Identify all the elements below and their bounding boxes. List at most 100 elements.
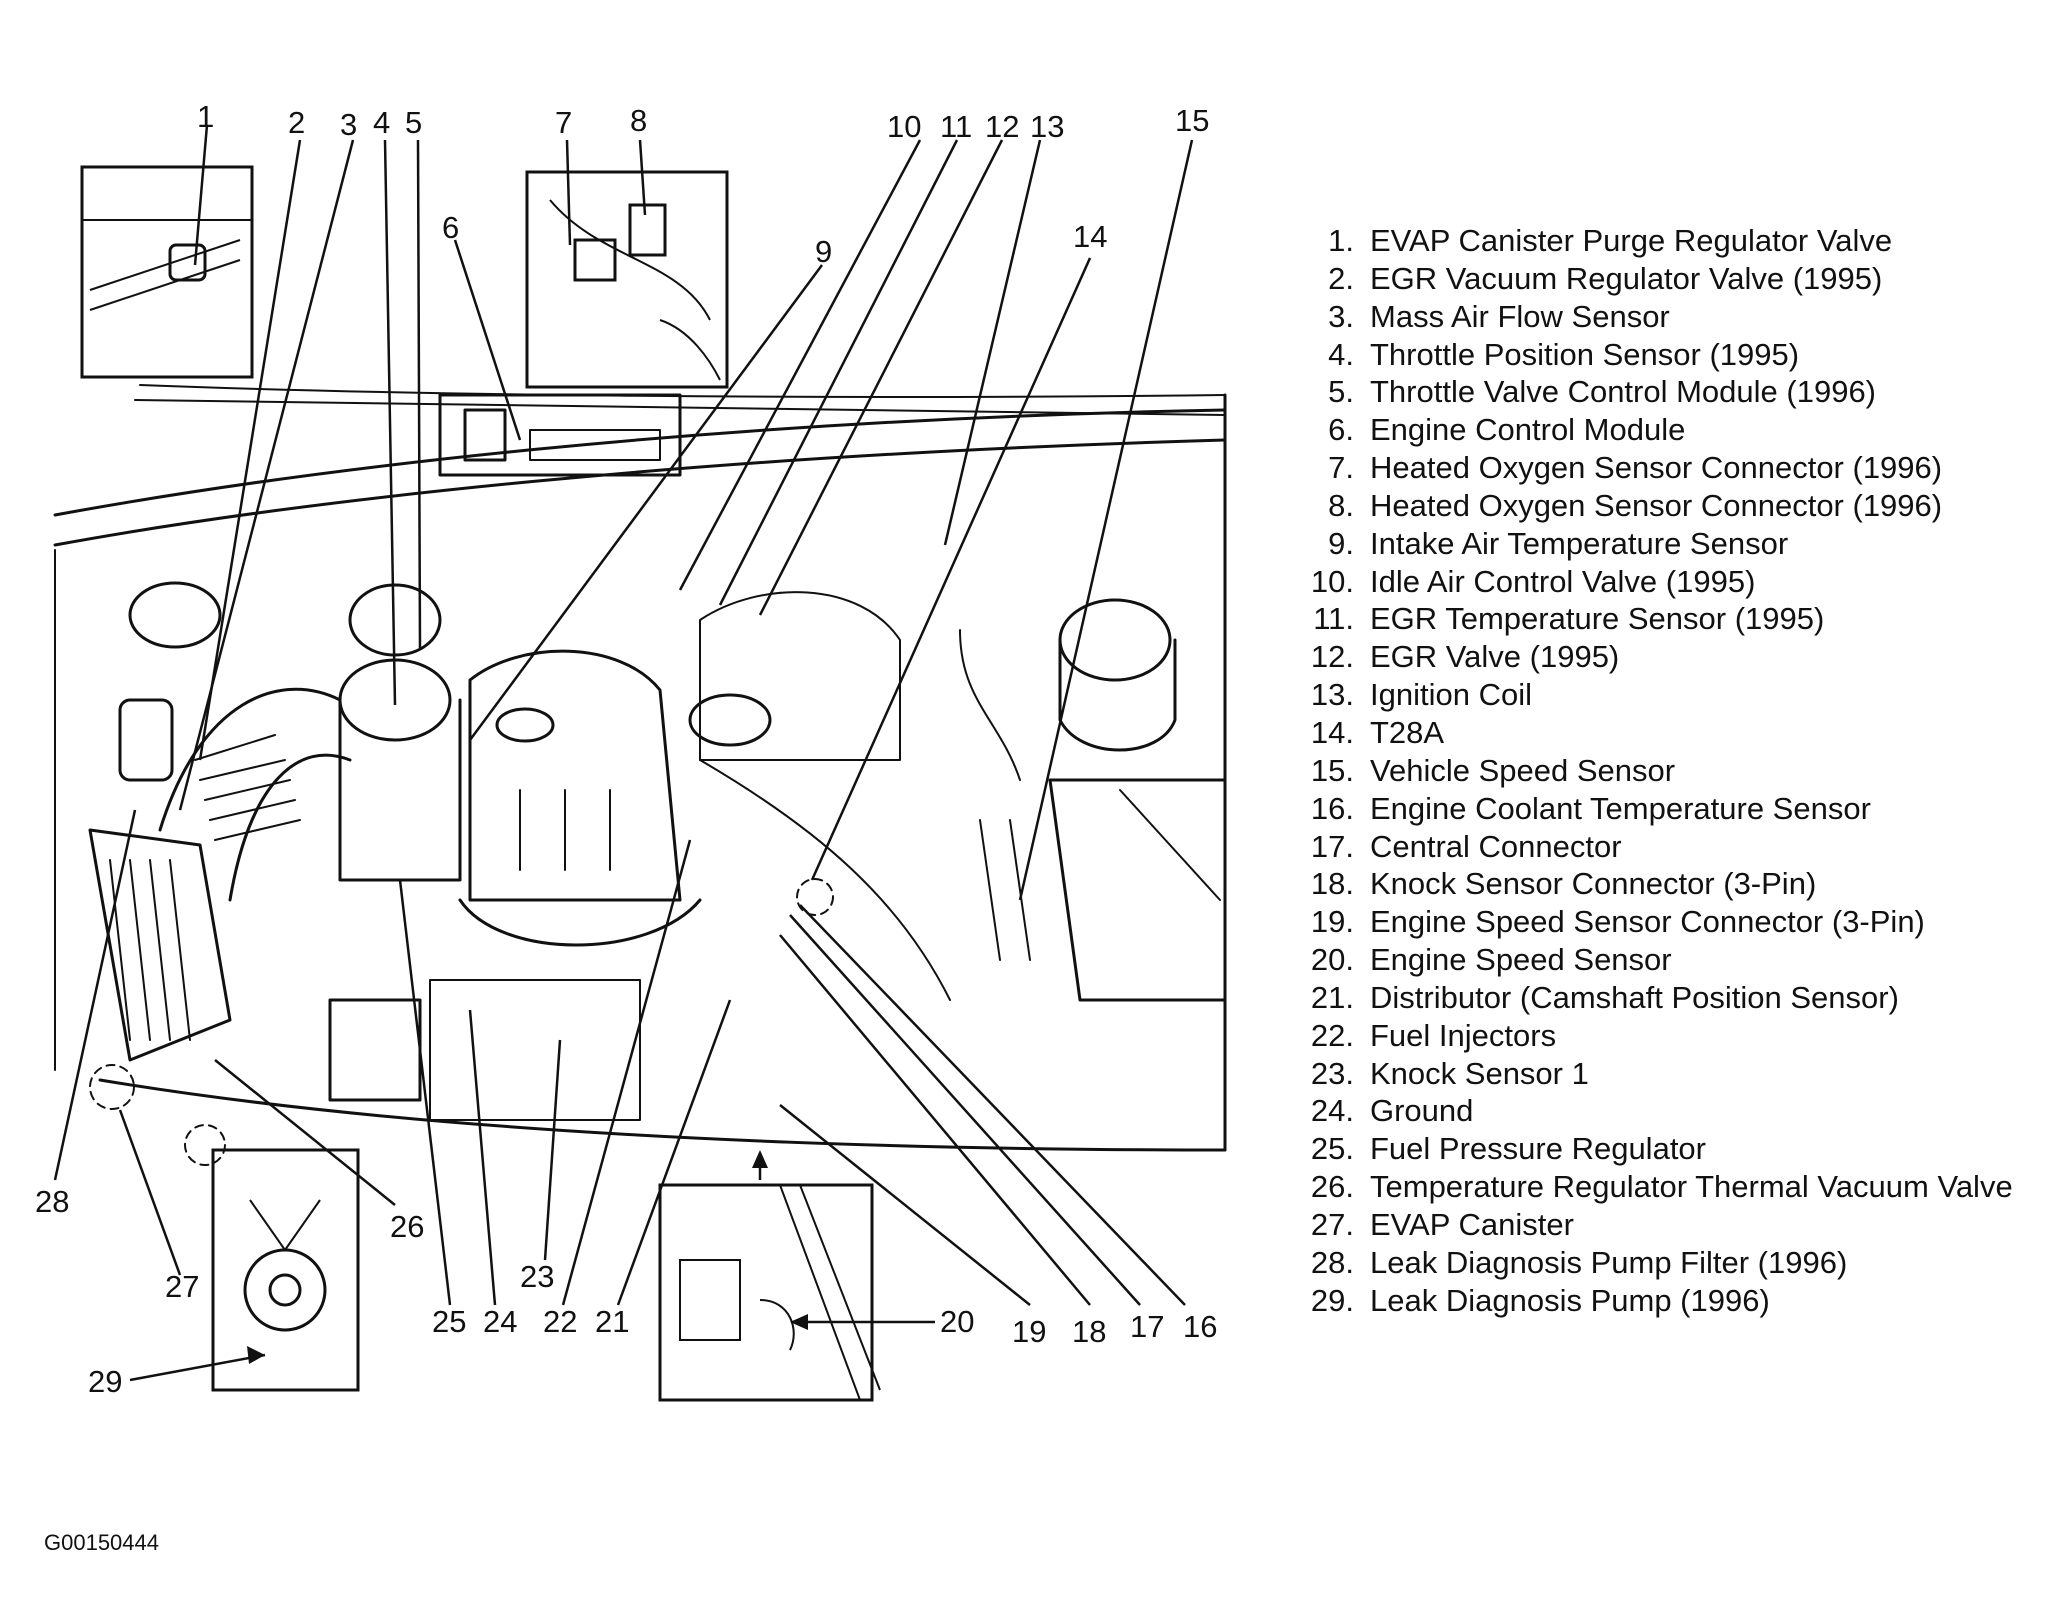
legend-number: 2.: [1328, 260, 1354, 296]
callout-14: 14: [1073, 219, 1107, 254]
legend-item: 11. EGR Temperature Sensor (1995): [1268, 600, 2048, 638]
callout-29: 29: [88, 1364, 122, 1399]
insets: [80, 165, 881, 1402]
callout-1: 1: [197, 99, 214, 134]
legend-number: 9.: [1328, 525, 1354, 561]
legend-label: Mass Air Flow Sensor: [1370, 298, 1670, 334]
component-legend: 1.EVAP Canister Purge Regulator Valve 2.…: [1268, 222, 2048, 1319]
legend-item: 25. Fuel Pressure Regulator: [1268, 1130, 2048, 1168]
location-circles: [89, 878, 834, 1166]
callout-27: 27: [165, 1269, 199, 1304]
legend-number: 19.: [1310, 904, 1354, 940]
legend-item: 4. Throttle Position Sensor (1995): [1268, 336, 2048, 374]
legend-label: Knock Sensor 1: [1370, 1055, 1589, 1091]
coolant-reservoir: [688, 629, 1021, 781]
legend-label: Vehicle Speed Sensor: [1370, 752, 1676, 788]
legend-number: 6.: [1328, 412, 1354, 448]
legend-number: 12.: [1310, 639, 1354, 675]
hood-cowl: [53, 384, 1227, 1152]
callout-18: 18: [1072, 1314, 1106, 1349]
callout-10: 10: [887, 109, 921, 144]
legend-number: 4.: [1328, 336, 1354, 372]
callout-19: 19: [1012, 1314, 1046, 1349]
inset-evap-purge-valve: [80, 165, 254, 379]
legend-item: 13.Ignition Coil: [1268, 676, 2048, 714]
engine-compartment-diagram: 1 2 3 4 5 6 7 8 9 10 11 12 13 14 15 16 1…: [35, 99, 1227, 1402]
callout-20: 20: [940, 1304, 974, 1339]
legend-number: 7.: [1328, 450, 1354, 486]
legend-number: 15.: [1310, 752, 1354, 788]
legend-label: EGR Temperature Sensor (1995): [1370, 601, 1825, 637]
callout-11: 11: [940, 109, 972, 144]
legend-number: 13.: [1310, 677, 1354, 713]
callout-22: 22: [543, 1304, 577, 1339]
callout-17: 17: [1130, 1309, 1164, 1344]
legend-item: 15. Vehicle Speed Sensor: [1268, 752, 2048, 790]
callout-13: 13: [1030, 109, 1064, 144]
legend-number: 23.: [1310, 1055, 1354, 1091]
callout-numbers: 1 2 3 4 5 6 7 8 9 10 11 12 13 14 15 16 1…: [35, 99, 1217, 1399]
legend-item: 10.Idle Air Control Valve (1995): [1268, 563, 2048, 601]
legend-label: EGR Valve (1995): [1370, 639, 1620, 675]
callout-4: 4: [373, 105, 390, 140]
inset-engine-speed-sensor: [658, 1183, 881, 1402]
legend-label: Fuel Injectors: [1370, 1017, 1557, 1053]
callout-3: 3: [340, 107, 357, 142]
arrowheads: [247, 1150, 808, 1364]
legend-number: 8.: [1328, 487, 1354, 523]
legend-label: Throttle Position Sensor (1995): [1370, 336, 1800, 372]
legend-label: Ground: [1370, 1093, 1474, 1129]
legend-label: Engine Control Module: [1370, 412, 1686, 448]
legend-number: 10.: [1310, 563, 1354, 599]
legend-number: 11.: [1313, 601, 1354, 637]
legend-item: 8.Heated Oxygen Sensor Connector (1996): [1268, 487, 2048, 525]
engine-block: [328, 591, 951, 1121]
legend-item: 2.EGR Vacuum Regulator Valve (1995): [1268, 260, 2048, 298]
legend-item: 24.Ground: [1268, 1092, 2048, 1130]
legend-label: Fuel Pressure Regulator: [1370, 1131, 1706, 1167]
legend-item: 5.Throttle Valve Control Module (1996): [1268, 373, 2048, 411]
legend-number: 25.: [1310, 1131, 1354, 1167]
callout-15: 15: [1175, 103, 1209, 138]
legend-item: 19. Engine Speed Sensor Connector (3-Pin): [1268, 903, 2048, 941]
callout-24: 24: [483, 1304, 517, 1339]
legend-number: 27.: [1310, 1206, 1354, 1242]
intake-hose: [158, 687, 352, 902]
legend-item: 26. Temperature Regulator Thermal Vacuum …: [1268, 1168, 2048, 1206]
vehicle-speed-sensor-area: [979, 819, 1031, 961]
legend-label: Engine Speed Sensor: [1370, 942, 1672, 978]
legend-label: T28A: [1370, 714, 1445, 750]
legend-label: Distributor (Camshaft Position Sensor): [1370, 979, 1899, 1015]
legend-label: Intake Air Temperature Sensor: [1370, 525, 1789, 561]
legend-label: Heated Oxygen Sensor Connector (1996): [1370, 450, 1943, 486]
figure-code: G00150444: [44, 1530, 159, 1555]
legend-label: Throttle Valve Control Module (1996): [1370, 374, 1877, 410]
legend-label: Leak Diagnosis Pump Filter (1996): [1370, 1244, 1848, 1280]
legend-item: 17.Central Connector: [1268, 828, 2048, 866]
legend-label: Engine Speed Sensor Connector (3-Pin): [1370, 904, 1925, 940]
legend-label: Temperature Regulator Thermal Vacuum Val…: [1370, 1169, 2013, 1205]
legend-number: 14.: [1310, 714, 1354, 750]
legend-item: 27. EVAP Canister: [1268, 1206, 2048, 1244]
callout-26: 26: [390, 1209, 424, 1244]
legend-number: 26.: [1310, 1169, 1354, 1205]
legend-label: EVAP Canister Purge Regulator Valve: [1370, 223, 1893, 258]
legend-label: EVAP Canister: [1370, 1206, 1574, 1242]
legend-number: 16.: [1310, 790, 1354, 826]
intake-manifold: [458, 649, 702, 947]
callout-25: 25: [432, 1304, 466, 1339]
callout-2: 2: [288, 105, 305, 140]
legend-item: 16.Engine Coolant Temperature Sensor: [1268, 790, 2048, 828]
legend-item: 29.Leak Diagnosis Pump (1996): [1268, 1282, 2048, 1320]
washer-reservoir: [128, 581, 1177, 752]
legend-item: 3.Mass Air Flow Sensor: [1268, 298, 2048, 336]
callout-23: 23: [520, 1259, 554, 1294]
air-filter-housing: [88, 698, 232, 1062]
legend-label: Knock Sensor Connector (3-Pin): [1370, 866, 1817, 902]
legend-item: 6. Engine Control Module: [1268, 411, 2048, 449]
inset-leak-diagnosis-pump: [211, 1148, 360, 1392]
legend-label: Leak Diagnosis Pump (1996): [1370, 1282, 1770, 1318]
legend-number: 28.: [1310, 1244, 1354, 1280]
legend-item: 20.Engine Speed Sensor: [1268, 941, 2048, 979]
battery: [1048, 778, 1227, 1002]
